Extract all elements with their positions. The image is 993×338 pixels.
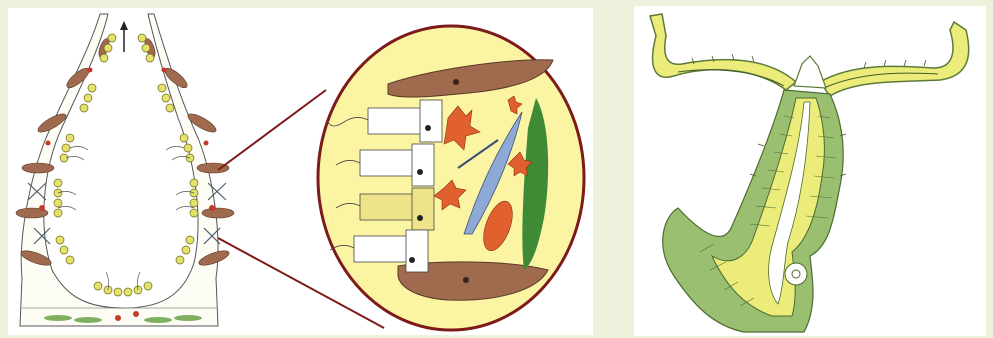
hypostome <box>794 56 826 88</box>
up-arrow-icon <box>120 21 128 52</box>
hydra-cross-section-diagram <box>8 8 593 335</box>
hydra-longitudinal-section-diagram <box>634 6 986 336</box>
left-diagram-panel <box>8 8 593 335</box>
flagella-lines <box>58 146 194 290</box>
right-diagram-panel <box>634 6 986 336</box>
magnified-inset <box>318 26 584 330</box>
egg-cell <box>785 263 807 285</box>
left-tentacle <box>650 14 796 90</box>
right-tentacle <box>820 22 969 96</box>
